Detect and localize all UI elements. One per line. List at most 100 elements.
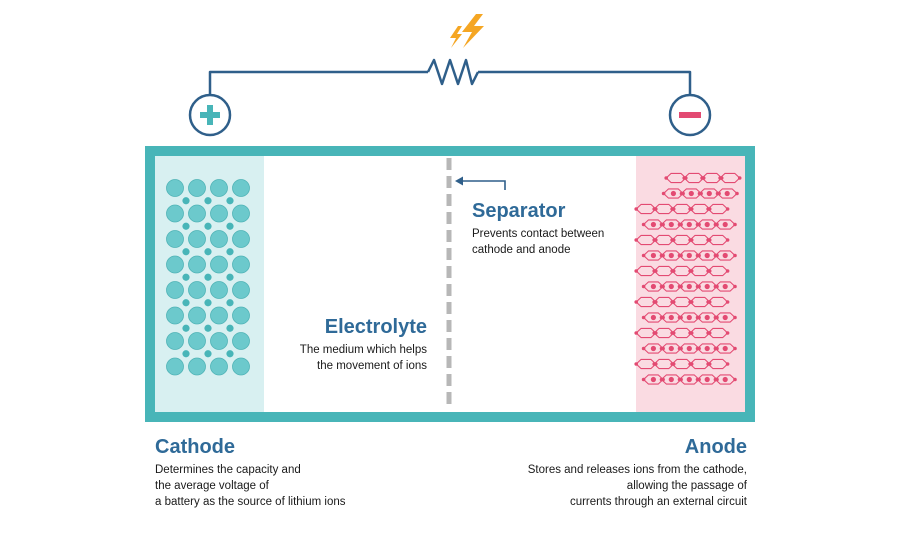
carbon-atom — [677, 377, 682, 382]
carbon-atom — [670, 362, 674, 366]
carbon-atom — [677, 253, 682, 258]
cathode-atom — [188, 230, 206, 248]
carbon-atom — [677, 222, 682, 227]
lithium-ion — [226, 324, 234, 332]
carbon-atom — [713, 284, 718, 289]
carbon-atom — [713, 222, 718, 227]
carbon-atom — [677, 315, 682, 320]
carbon-atom — [659, 222, 664, 227]
lithium-ion — [704, 283, 710, 290]
cathode-atom — [210, 179, 228, 197]
cathode-atom — [188, 332, 206, 350]
carbon-atom — [713, 315, 718, 320]
lithium-ion — [686, 252, 692, 259]
cathode-title: Cathode — [155, 436, 235, 458]
electrolyte-desc-line: The medium which helps — [299, 344, 427, 356]
carbon-atom — [634, 269, 638, 273]
carbon-atom — [697, 191, 702, 196]
carbon-atom — [641, 284, 646, 289]
carbon-atom — [652, 300, 656, 304]
cathode-atom — [232, 332, 250, 350]
lithium-ion — [182, 222, 190, 230]
lithium-ion — [650, 252, 657, 259]
electrolyte-title: Electrolyte — [324, 316, 427, 338]
cathode-atom — [210, 281, 228, 299]
carbon-atom — [677, 346, 682, 351]
lithium-ion — [670, 190, 677, 197]
separator-title: Separator — [472, 200, 566, 222]
carbon-atom — [737, 176, 742, 180]
lithium-ion — [226, 299, 234, 307]
carbon-atom — [695, 222, 700, 227]
carbon-atom — [706, 269, 710, 273]
cathode-atom — [188, 179, 206, 197]
cathode-atom — [166, 255, 184, 274]
lithium-ion — [204, 222, 212, 230]
lithium-ion — [182, 299, 190, 307]
lithium-ion — [650, 376, 657, 383]
carbon-atom — [659, 284, 664, 289]
anode-description: Stores and releases ions from the cathod… — [528, 462, 747, 510]
carbon-atom — [652, 362, 656, 366]
lithium-ion — [204, 350, 212, 358]
lithium-ion — [704, 314, 710, 321]
carbon-atom — [670, 300, 674, 304]
carbon-atom — [652, 331, 656, 335]
separator-desc-line: cathode and anode — [472, 244, 571, 256]
carbon-atom — [659, 346, 664, 351]
carbon-atom — [725, 207, 730, 211]
carbon-atom — [641, 222, 646, 227]
carbon-atom — [659, 315, 664, 320]
carbon-atom — [695, 284, 700, 289]
carbon-atom — [695, 346, 700, 351]
cathode-atom — [166, 306, 184, 325]
lithium-ion — [722, 221, 728, 228]
cathode-atom — [232, 204, 250, 223]
cathode-atom — [188, 357, 206, 376]
lithium-ion — [226, 197, 234, 205]
carbon-atom — [634, 331, 638, 335]
carbon-atom — [725, 238, 730, 242]
lithium-ion — [668, 314, 674, 321]
carbon-atom — [733, 377, 737, 382]
carbon-atom — [652, 238, 656, 242]
cathode-atom — [188, 204, 206, 223]
electrolyte-desc-line: the movement of ions — [317, 360, 427, 372]
lithium-ion — [650, 314, 657, 321]
carbon-atom — [733, 284, 737, 289]
carbon-atom — [695, 253, 700, 258]
lithium-ion — [182, 197, 190, 205]
carbon-atom — [634, 300, 638, 304]
carbon-atom — [733, 253, 737, 258]
carbon-atom — [652, 269, 656, 273]
lithium-ion — [704, 221, 710, 228]
lithium-ion — [686, 376, 692, 383]
lithium-ion — [722, 283, 728, 290]
lithium-ion — [204, 273, 212, 281]
lithium-ion — [668, 252, 674, 259]
separator-description: Prevents contact between cathode and ano… — [472, 226, 604, 258]
minus-icon — [668, 93, 712, 137]
carbon-atom — [706, 362, 710, 366]
separator-desc-line: Prevents contact between — [472, 228, 605, 240]
cathode-atom — [166, 230, 184, 248]
cathode-atom — [210, 306, 228, 325]
lithium-ion — [226, 222, 234, 230]
lithium-ion — [722, 252, 728, 259]
lithium-ion — [686, 221, 692, 228]
lithium-ion — [650, 345, 657, 352]
lightning-bolt-icon — [450, 14, 484, 48]
cathode-description: Determines the capacity and the average … — [155, 462, 346, 510]
cathode-atom — [188, 281, 206, 299]
carbon-atom — [682, 176, 686, 180]
carbon-atom — [641, 346, 646, 351]
carbon-atom — [718, 176, 722, 180]
lithium-ion — [204, 324, 212, 332]
carbon-atom — [659, 377, 664, 382]
cathode-atom — [232, 179, 250, 197]
anode-desc-line: currents through an external circuit — [569, 496, 747, 508]
carbon-atom — [670, 331, 674, 335]
carbon-atom — [688, 207, 692, 211]
carbon-atom — [688, 300, 692, 304]
